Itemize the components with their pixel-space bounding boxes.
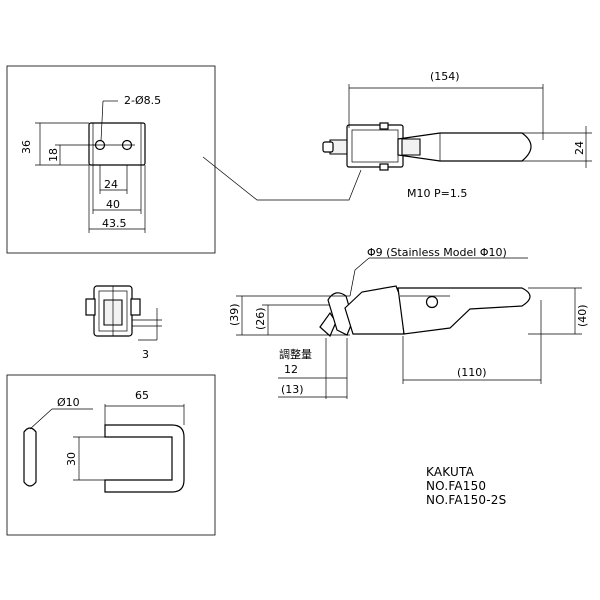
thread-label: M10 P=1.5 (407, 187, 467, 200)
hook-rod-section (23, 427, 37, 487)
dim-top-length: (154) (430, 70, 460, 83)
side-view-dimensions: (39) (26) Φ9 (Stainless Model Φ10) (40) … (228, 246, 589, 399)
u-hook (104, 424, 185, 493)
hook-view (23, 424, 185, 493)
dim-plate-18: 18 (47, 148, 60, 162)
dim-side-13: (13) (281, 383, 304, 396)
dim-side-110: (110) (457, 366, 487, 379)
adjust-label: 調整量 (279, 347, 312, 361)
dim-side-39: (39) (228, 303, 241, 326)
dim-adjust-12: 12 (284, 363, 298, 376)
latch-top-view (322, 122, 532, 171)
dim-top-height: 24 (573, 141, 586, 155)
model-number-1: NO.FA150 (426, 479, 486, 493)
hook-dimensions: Ø10 65 30 (29, 389, 185, 481)
dim-plate-40: 40 (106, 198, 120, 211)
model-number-2: NO.FA150-2S (426, 493, 506, 507)
dim-plate-435: 43.5 (102, 217, 127, 230)
plate-detail-frame (6, 65, 216, 254)
dim-side-40: (40) (576, 304, 589, 327)
maker-name: KAKUTA (426, 465, 475, 479)
title-block: KAKUTA NO.FA150 NO.FA150-2S (426, 465, 506, 507)
base-plate-view (88, 122, 146, 166)
dim-plate-36: 36 (20, 140, 33, 154)
dim-plate-holes: 2-Ø8.5 (124, 94, 161, 107)
dim-side-phi: Φ9 (Stainless Model Φ10) (367, 246, 507, 259)
hook-detail-frame (6, 374, 216, 536)
end-view-dimensions: 3 (132, 308, 162, 361)
leader-plate (202, 156, 362, 201)
latch-end-view (85, 285, 141, 337)
dim-plate-24: 24 (104, 178, 118, 191)
dim-end-3: 3 (142, 348, 149, 361)
dim-side-26: (26) (254, 307, 267, 330)
latch-side-view (319, 285, 531, 338)
dim-hook-65: 65 (135, 389, 149, 402)
dim-hook-phi: Ø10 (57, 396, 80, 409)
top-view-dimensions: (154) 24 (348, 70, 592, 168)
plate-dimensions: 36 18 2-Ø8.5 24 40 43.5 (20, 94, 161, 233)
dim-hook-30: 30 (65, 452, 78, 466)
